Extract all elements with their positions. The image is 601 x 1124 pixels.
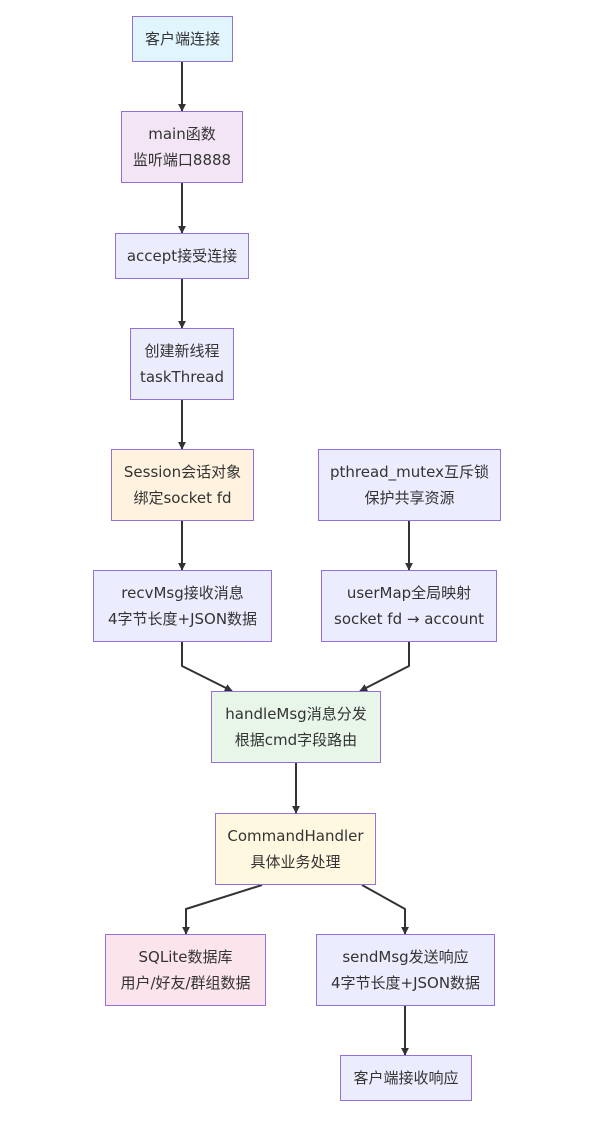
node-sqlite: SQLite数据库 用户/好友/群组数据 <box>105 934 266 1006</box>
node-accept-line-1: accept接受连接 <box>126 247 238 265</box>
node-recv-msg-line-1: recvMsg接收消息 <box>121 584 244 602</box>
node-handle-msg-line-1: handleMsg消息分发 <box>225 705 367 723</box>
node-accept: accept接受连接 <box>115 233 249 279</box>
node-recv-msg-line-2: 4字节长度+JSON数据 <box>107 610 258 628</box>
edges <box>178 62 413 1056</box>
node-mutex: pthread_mutex互斥锁 保护共享资源 <box>318 449 501 521</box>
node-client-receive-line-1: 客户端接收响应 <box>353 1069 459 1087</box>
node-client-receive: 客户端接收响应 <box>340 1055 472 1101</box>
node-command-handler-line-2: 具体业务处理 <box>250 853 341 871</box>
node-mutex-line-2: 保护共享资源 <box>364 489 455 507</box>
node-handle-msg-line-2: 根据cmd字段路由 <box>234 731 358 749</box>
node-new-thread-line-2: taskThread <box>139 368 225 386</box>
node-session: Session会话对象 绑定socket fd <box>111 449 254 521</box>
node-send-msg: sendMsg发送响应 4字节长度+JSON数据 <box>316 934 495 1006</box>
node-user-map: userMap全局映射 socket fd → account <box>321 570 497 642</box>
edge-command-to-sqlite <box>182 884 263 935</box>
node-new-thread-line-1: 创建新线程 <box>144 342 220 360</box>
node-sqlite-line-1: SQLite数据库 <box>138 948 233 966</box>
edge-recv-to-handle <box>181 642 233 692</box>
node-sqlite-line-2: 用户/好友/群组数据 <box>120 974 251 992</box>
node-main-function-line-1: main函数 <box>148 125 216 143</box>
node-new-thread: 创建新线程 taskThread <box>130 328 234 400</box>
node-main-function-line-2: 监听端口8888 <box>132 151 232 169</box>
node-client-connect: 客户端连接 <box>132 16 233 62</box>
edge-usermap-to-handle <box>359 642 410 692</box>
node-command-handler-line-1: CommandHandler <box>227 827 364 845</box>
node-send-msg-line-1: sendMsg发送响应 <box>342 948 469 966</box>
node-user-map-line-1: userMap全局映射 <box>346 584 472 602</box>
node-handle-msg: handleMsg消息分发 根据cmd字段路由 <box>211 691 381 763</box>
node-mutex-line-1: pthread_mutex互斥锁 <box>329 463 490 481</box>
node-client-connect-line-1: 客户端连接 <box>144 30 220 48</box>
node-command-handler: CommandHandler 具体业务处理 <box>215 813 376 885</box>
node-send-msg-line-2: 4字节长度+JSON数据 <box>330 974 481 992</box>
node-session-line-2: 绑定socket fd <box>133 489 232 507</box>
node-recv-msg: recvMsg接收消息 4字节长度+JSON数据 <box>93 570 272 642</box>
node-main-function: main函数 监听端口8888 <box>121 111 243 183</box>
node-user-map-line-2: socket fd → account <box>334 610 484 628</box>
edge-command-to-send <box>361 884 409 935</box>
node-session-line-1: Session会话对象 <box>123 463 242 481</box>
